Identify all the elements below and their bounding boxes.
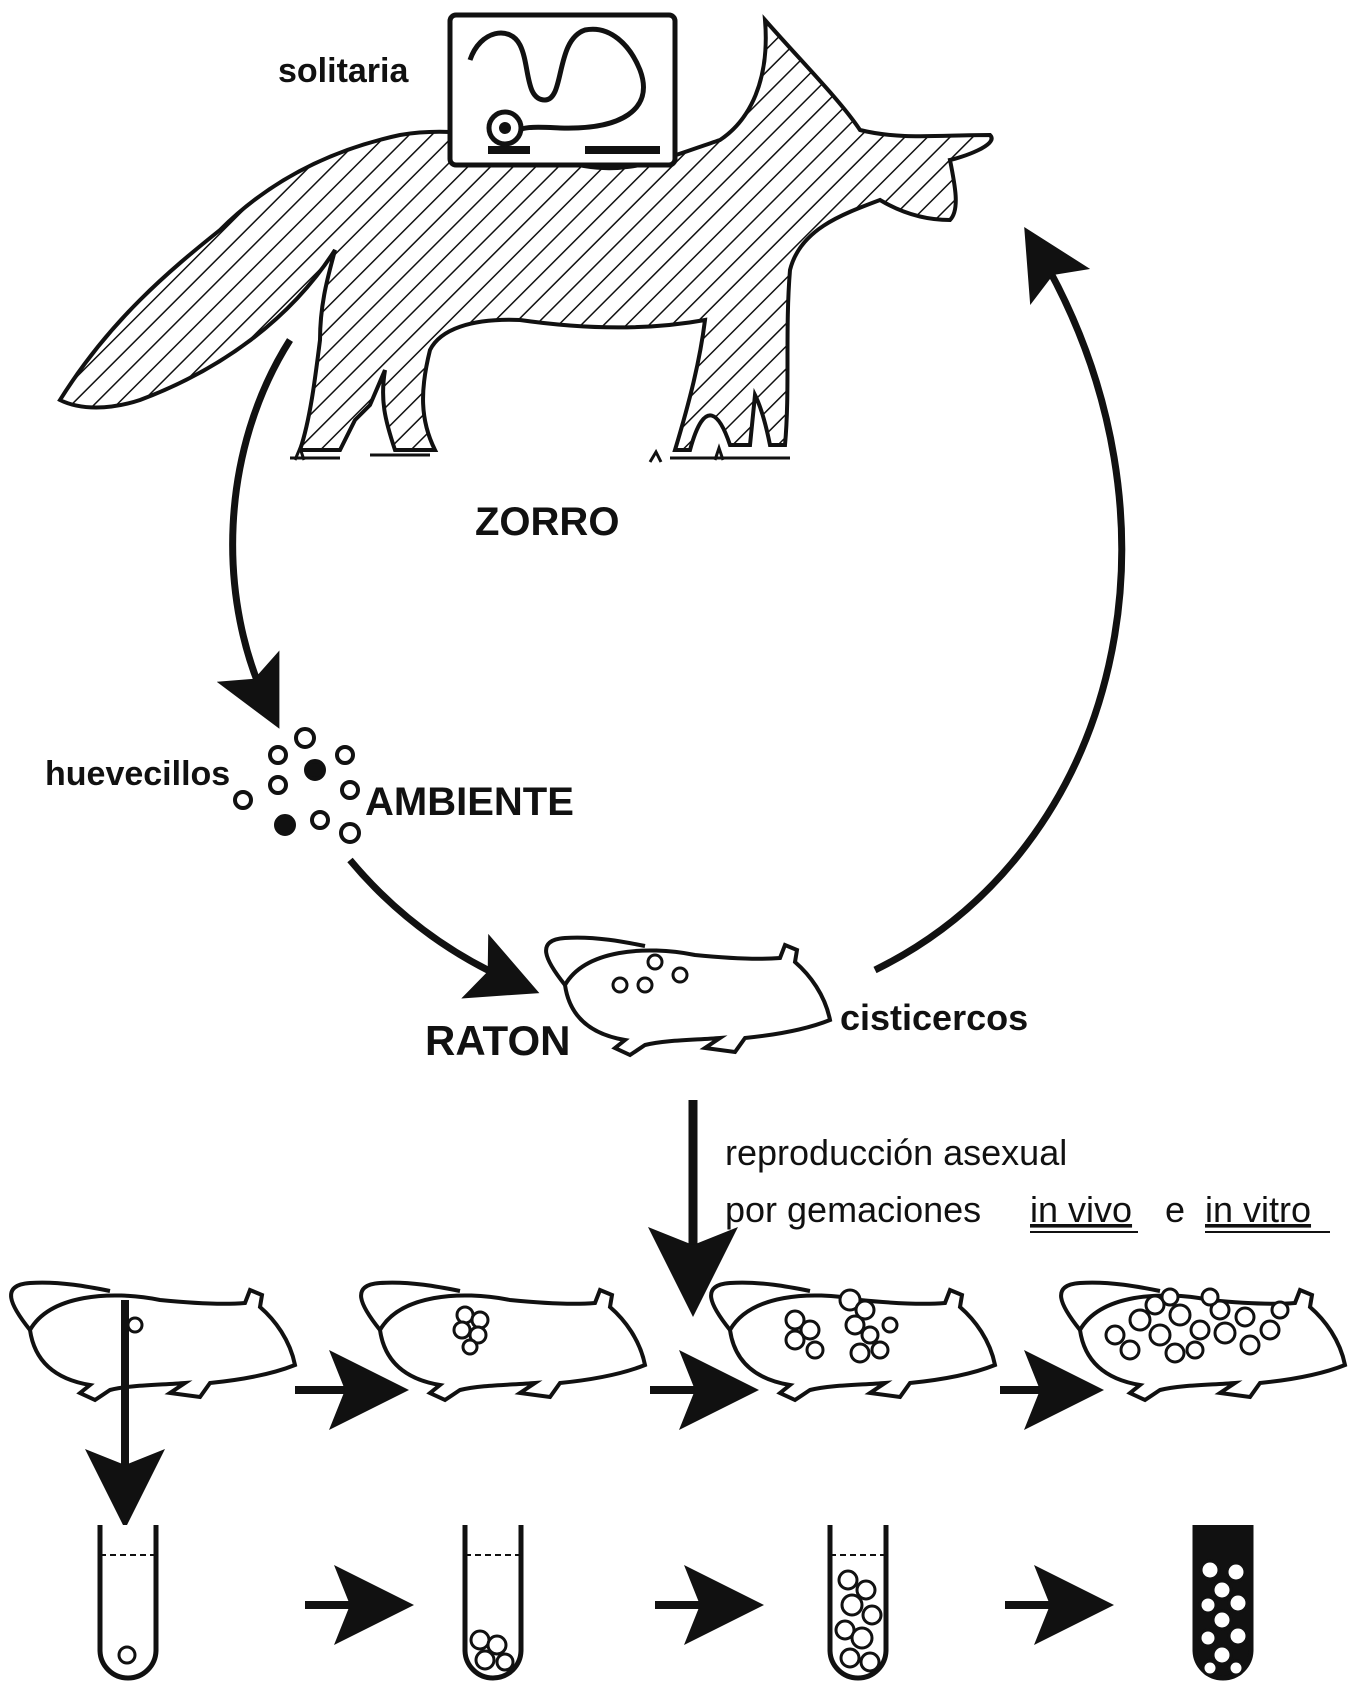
test-tube-3	[830, 1525, 886, 1678]
test-tube-1	[100, 1525, 156, 1678]
tapeworm-inset	[450, 15, 675, 165]
label-in-vitro: in vitro	[1205, 1189, 1311, 1230]
grass	[295, 448, 723, 462]
test-tube-4	[1195, 1525, 1251, 1678]
label-ambiente: AMBIENTE	[365, 780, 574, 824]
test-tube-2	[465, 1525, 521, 1678]
label-reproduccion-line1: reproducción asexual	[725, 1132, 1067, 1173]
label-e: e	[1165, 1189, 1185, 1230]
label-raton: RATON	[425, 1017, 570, 1064]
arrow-zorro-to-ambiente	[233, 340, 290, 710]
mouse-stage-3	[711, 1283, 995, 1400]
label-in-vivo: in vivo	[1030, 1189, 1132, 1230]
label-cisticercos: cisticercos	[840, 997, 1028, 1038]
eggs-cluster	[235, 729, 359, 842]
label-por-gemaciones: por gemaciones	[725, 1189, 981, 1230]
arrow-ambiente-to-raton	[350, 860, 520, 985]
label-solitaria: solitaria	[278, 52, 409, 90]
arrow-raton-to-zorro	[875, 245, 1122, 970]
label-zorro: ZORRO	[475, 500, 619, 544]
mouse-stage-2	[361, 1283, 645, 1400]
mouse-stage-4	[1061, 1283, 1345, 1400]
label-reproduccion-line2: por gemaciones in vivo e in vitro	[725, 1189, 1330, 1232]
mouse-raton	[546, 938, 830, 1055]
mouse-stage-1	[11, 1283, 295, 1400]
label-huevecillos: huevecillos	[45, 755, 230, 793]
